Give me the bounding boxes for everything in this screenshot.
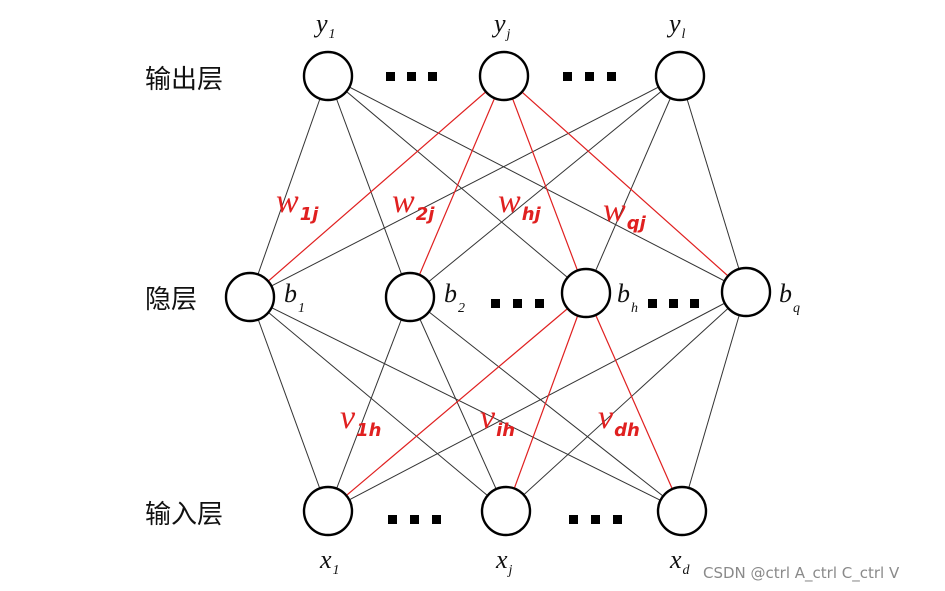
input-label-j: xj [495, 545, 513, 578]
csdn-watermark: CSDN @ctrl A_ctrl C_ctrl V [703, 564, 900, 583]
connection-hidden-input [327, 291, 747, 512]
output-layer-nodes [302, 50, 706, 102]
hidden-label-q: bq [779, 279, 800, 316]
connection-output-hidden [327, 75, 411, 298]
connection-output-hidden [679, 75, 747, 293]
highlight-connection-v [327, 292, 587, 512]
connection-output-hidden [249, 75, 329, 298]
highlight-connection-v [585, 292, 683, 512]
weight-label-v-1h: v1h [340, 399, 381, 441]
connection-hidden-input [409, 296, 507, 512]
highlight-connection-w [249, 75, 505, 298]
connection-output-hidden [327, 75, 587, 294]
ellipsis-dots [386, 72, 699, 524]
weight-label-w-qj: wqj [603, 192, 647, 234]
connection-hidden-input [249, 296, 507, 512]
connection-hidden-input [505, 291, 747, 512]
highlight-connection-w [409, 75, 505, 298]
hidden-label-h: bh [617, 279, 638, 316]
output-node-l [654, 50, 706, 102]
output-label-1: y1 [313, 9, 336, 42]
connections [249, 75, 747, 512]
weight-label-w-hj: whj [498, 183, 542, 225]
highlight-connection-v [505, 292, 587, 512]
hidden-node-1 [224, 271, 276, 323]
input-label-d: xd [669, 545, 691, 578]
hidden-node-h [560, 267, 612, 319]
connection-hidden-input [249, 296, 329, 512]
input-node-j [480, 485, 532, 537]
highlight-connection-w [503, 75, 747, 293]
output-label-j: yj [491, 9, 511, 42]
hidden-node-q [720, 266, 772, 318]
input-label-1: x1 [319, 545, 340, 578]
weight-label-v-ih: vih [480, 399, 515, 441]
connection-output-hidden [327, 75, 747, 293]
weight-label-w-2j: w2j [392, 183, 435, 225]
weight-label-v-dh: vdh [598, 399, 640, 441]
output-node-1 [302, 50, 354, 102]
input-layer-label: 输入层 [145, 500, 223, 530]
input-node-1 [302, 485, 354, 537]
hidden-label-1: b1 [284, 279, 305, 316]
hidden-node-2 [384, 271, 436, 323]
highlight-connection-w [503, 75, 587, 294]
connection-hidden-input [681, 291, 747, 512]
connection-hidden-input [249, 296, 683, 512]
output-layer-label: 输出层 [145, 65, 223, 95]
output-label-l: yl [666, 9, 686, 42]
output-node-j [478, 50, 530, 102]
connection-hidden-input [409, 296, 683, 512]
connection-output-hidden [249, 75, 681, 298]
hidden-layer-label: 隐层 [145, 285, 197, 315]
input-layer-nodes [302, 485, 708, 537]
connection-output-hidden [585, 75, 681, 294]
weight-label-w-1j: w1j [276, 183, 319, 225]
hidden-layer-nodes [224, 266, 772, 323]
connection-hidden-input [327, 296, 411, 512]
input-node-d [656, 485, 708, 537]
connection-output-hidden [409, 75, 681, 298]
hidden-label-2: b2 [444, 279, 465, 316]
